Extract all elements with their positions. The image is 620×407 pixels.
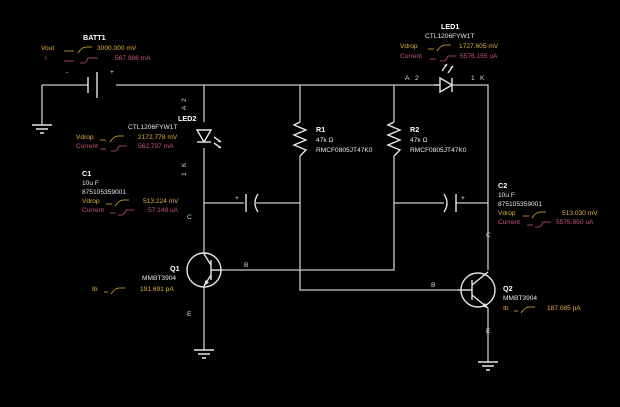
c2-current-sparkline (527, 221, 551, 228)
led2-current-label: Current (76, 143, 98, 150)
q2-name: Q2 (503, 284, 513, 293)
led1-current-label: Current (400, 53, 422, 60)
capacitor-c1[interactable]: + C1 10u F 875105359001 Vdrop 513.224 mV… (82, 169, 259, 216)
r1-name: R1 (316, 125, 325, 134)
led2-name: LED2 (178, 114, 196, 123)
c1-value: 10u F (82, 180, 99, 187)
batt1-plus: + (110, 69, 114, 76)
led1-vdrop-label: Vdrop (400, 43, 418, 50)
ground-symbol-q2 (478, 361, 498, 371)
led2-part: CTL1206FYW1T (128, 124, 177, 131)
r2-part: RMCF0805JT47K0 (410, 147, 467, 154)
led-led2[interactable]: LED2 CTL1206FYW1T Vdrop 2172.778 mV Curr… (76, 98, 222, 176)
batt1-i-label: I (45, 55, 47, 62)
q1-pin-c: C (187, 214, 192, 221)
c1-vdrop-value: 513.224 mV (143, 198, 179, 205)
c1-part: 875105359001 (82, 189, 126, 196)
c1-current-label: Current (82, 207, 104, 214)
c2-vdrop-label: Vdrop (498, 210, 516, 217)
led1-vdrop-sparkline (428, 44, 451, 52)
resistor-r1[interactable]: R1 47k Ω RMCF0805JT47K0 (292, 121, 373, 157)
batt1-vout-value: 3000.000 mV (97, 45, 137, 52)
led1-pin-k: K (480, 75, 485, 82)
r1-value: 47k Ω (316, 137, 333, 144)
c1-current-sparkline (110, 209, 134, 216)
q1-pin-b: B (244, 262, 249, 269)
led1-name: LED1 (441, 22, 459, 31)
led1-vdrop-value: 1727.605 mV (459, 43, 499, 50)
q2-pin-e: E (486, 328, 491, 335)
wires (41, 84, 489, 362)
batt1-vout-label: Vout (41, 45, 54, 52)
ground-symbol-q1 (194, 349, 214, 359)
led2-vdrop-label: Vdrop (76, 134, 94, 141)
q1-ib-label: Ib (92, 286, 98, 293)
capacitor-c2[interactable]: + C2 10u F 875105359001 Vdrop 513.030 mV… (443, 181, 598, 228)
q2-ib-value: 187.085 pA (547, 305, 581, 312)
q2-ib-sparkline (514, 306, 535, 314)
q1-part: MMBT3904 (142, 275, 176, 282)
c2-value: 10u F (498, 192, 515, 199)
led2-current-sparkline (100, 145, 127, 152)
led2-pin-a: A (181, 105, 188, 110)
c2-name: C2 (498, 181, 507, 190)
led2-pin-2: 2 (181, 98, 188, 102)
led1-current-sparkline (430, 55, 456, 62)
q2-part: MMBT3904 (503, 295, 537, 302)
c2-plus: + (461, 195, 465, 202)
q1-name: Q1 (170, 264, 180, 273)
batt1-i-value: 567.986 mA (115, 55, 151, 62)
led1-part: CTL1206FYW1T (425, 33, 474, 40)
c2-part: 875105359001 (498, 201, 542, 208)
batt1-minus: - (66, 69, 68, 76)
q2-pin-b: B (431, 282, 436, 289)
q2-ib-label: Ib (503, 305, 509, 312)
led1-pin-a: A (405, 75, 410, 82)
c1-vdrop-label: Vdrop (82, 198, 100, 205)
q1-ib-sparkline (104, 287, 125, 295)
led1-pin-k-num: 1 (471, 75, 475, 82)
battery-batt1[interactable]: BATT1 Vout 3000.000 mV I 567.986 mA - + (41, 33, 151, 98)
c1-name: C1 (82, 169, 91, 178)
batt1-vout-sparkline (64, 46, 92, 54)
led1-pin-a-num: 2 (415, 75, 419, 82)
c2-vdrop-sparkline (523, 211, 546, 219)
led2-current-value: 562.737 mA (138, 143, 174, 150)
r2-name: R2 (410, 125, 419, 134)
led2-vdrop-value: 2172.778 mV (138, 134, 178, 141)
r1-part: RMCF0805JT47K0 (316, 147, 373, 154)
q2-pin-c: C (486, 232, 491, 239)
c1-current-value: 57.149 uA (148, 207, 179, 214)
resistor-r2[interactable]: R2 47k Ω RMCF0805JT47K0 (386, 121, 467, 157)
q1-ib-value: 191.691 pA (140, 286, 174, 293)
led2-pin-k: K (181, 162, 188, 167)
q1-pin-e: E (187, 311, 192, 318)
transistor-q2[interactable]: Q2 MMBT3904 Ib 187.085 pA C B E (431, 232, 581, 335)
led2-pin-1: 1 (181, 172, 188, 176)
batt1-name: BATT1 (83, 33, 106, 42)
led-led1[interactable]: LED1 CTL1206FYW1T Vdrop 1727.605 mV Curr… (400, 22, 499, 94)
c1-vdrop-sparkline (106, 199, 129, 207)
led1-current-value: 5576.155 uA (460, 53, 498, 60)
c2-vdrop-value: 513.030 mV (562, 210, 598, 217)
led2-vdrop-sparkline (100, 135, 124, 143)
r2-value: 47k Ω (410, 137, 427, 144)
c2-current-label: Current (498, 219, 520, 226)
transistor-q1[interactable]: Q1 MMBT3904 Ib 191.691 pA C B E (92, 214, 249, 318)
c1-plus: + (235, 195, 239, 202)
c2-current-value: 5575.950 uA (556, 219, 594, 226)
batt1-i-sparkline (64, 57, 98, 64)
ground-symbol-left (32, 124, 52, 134)
